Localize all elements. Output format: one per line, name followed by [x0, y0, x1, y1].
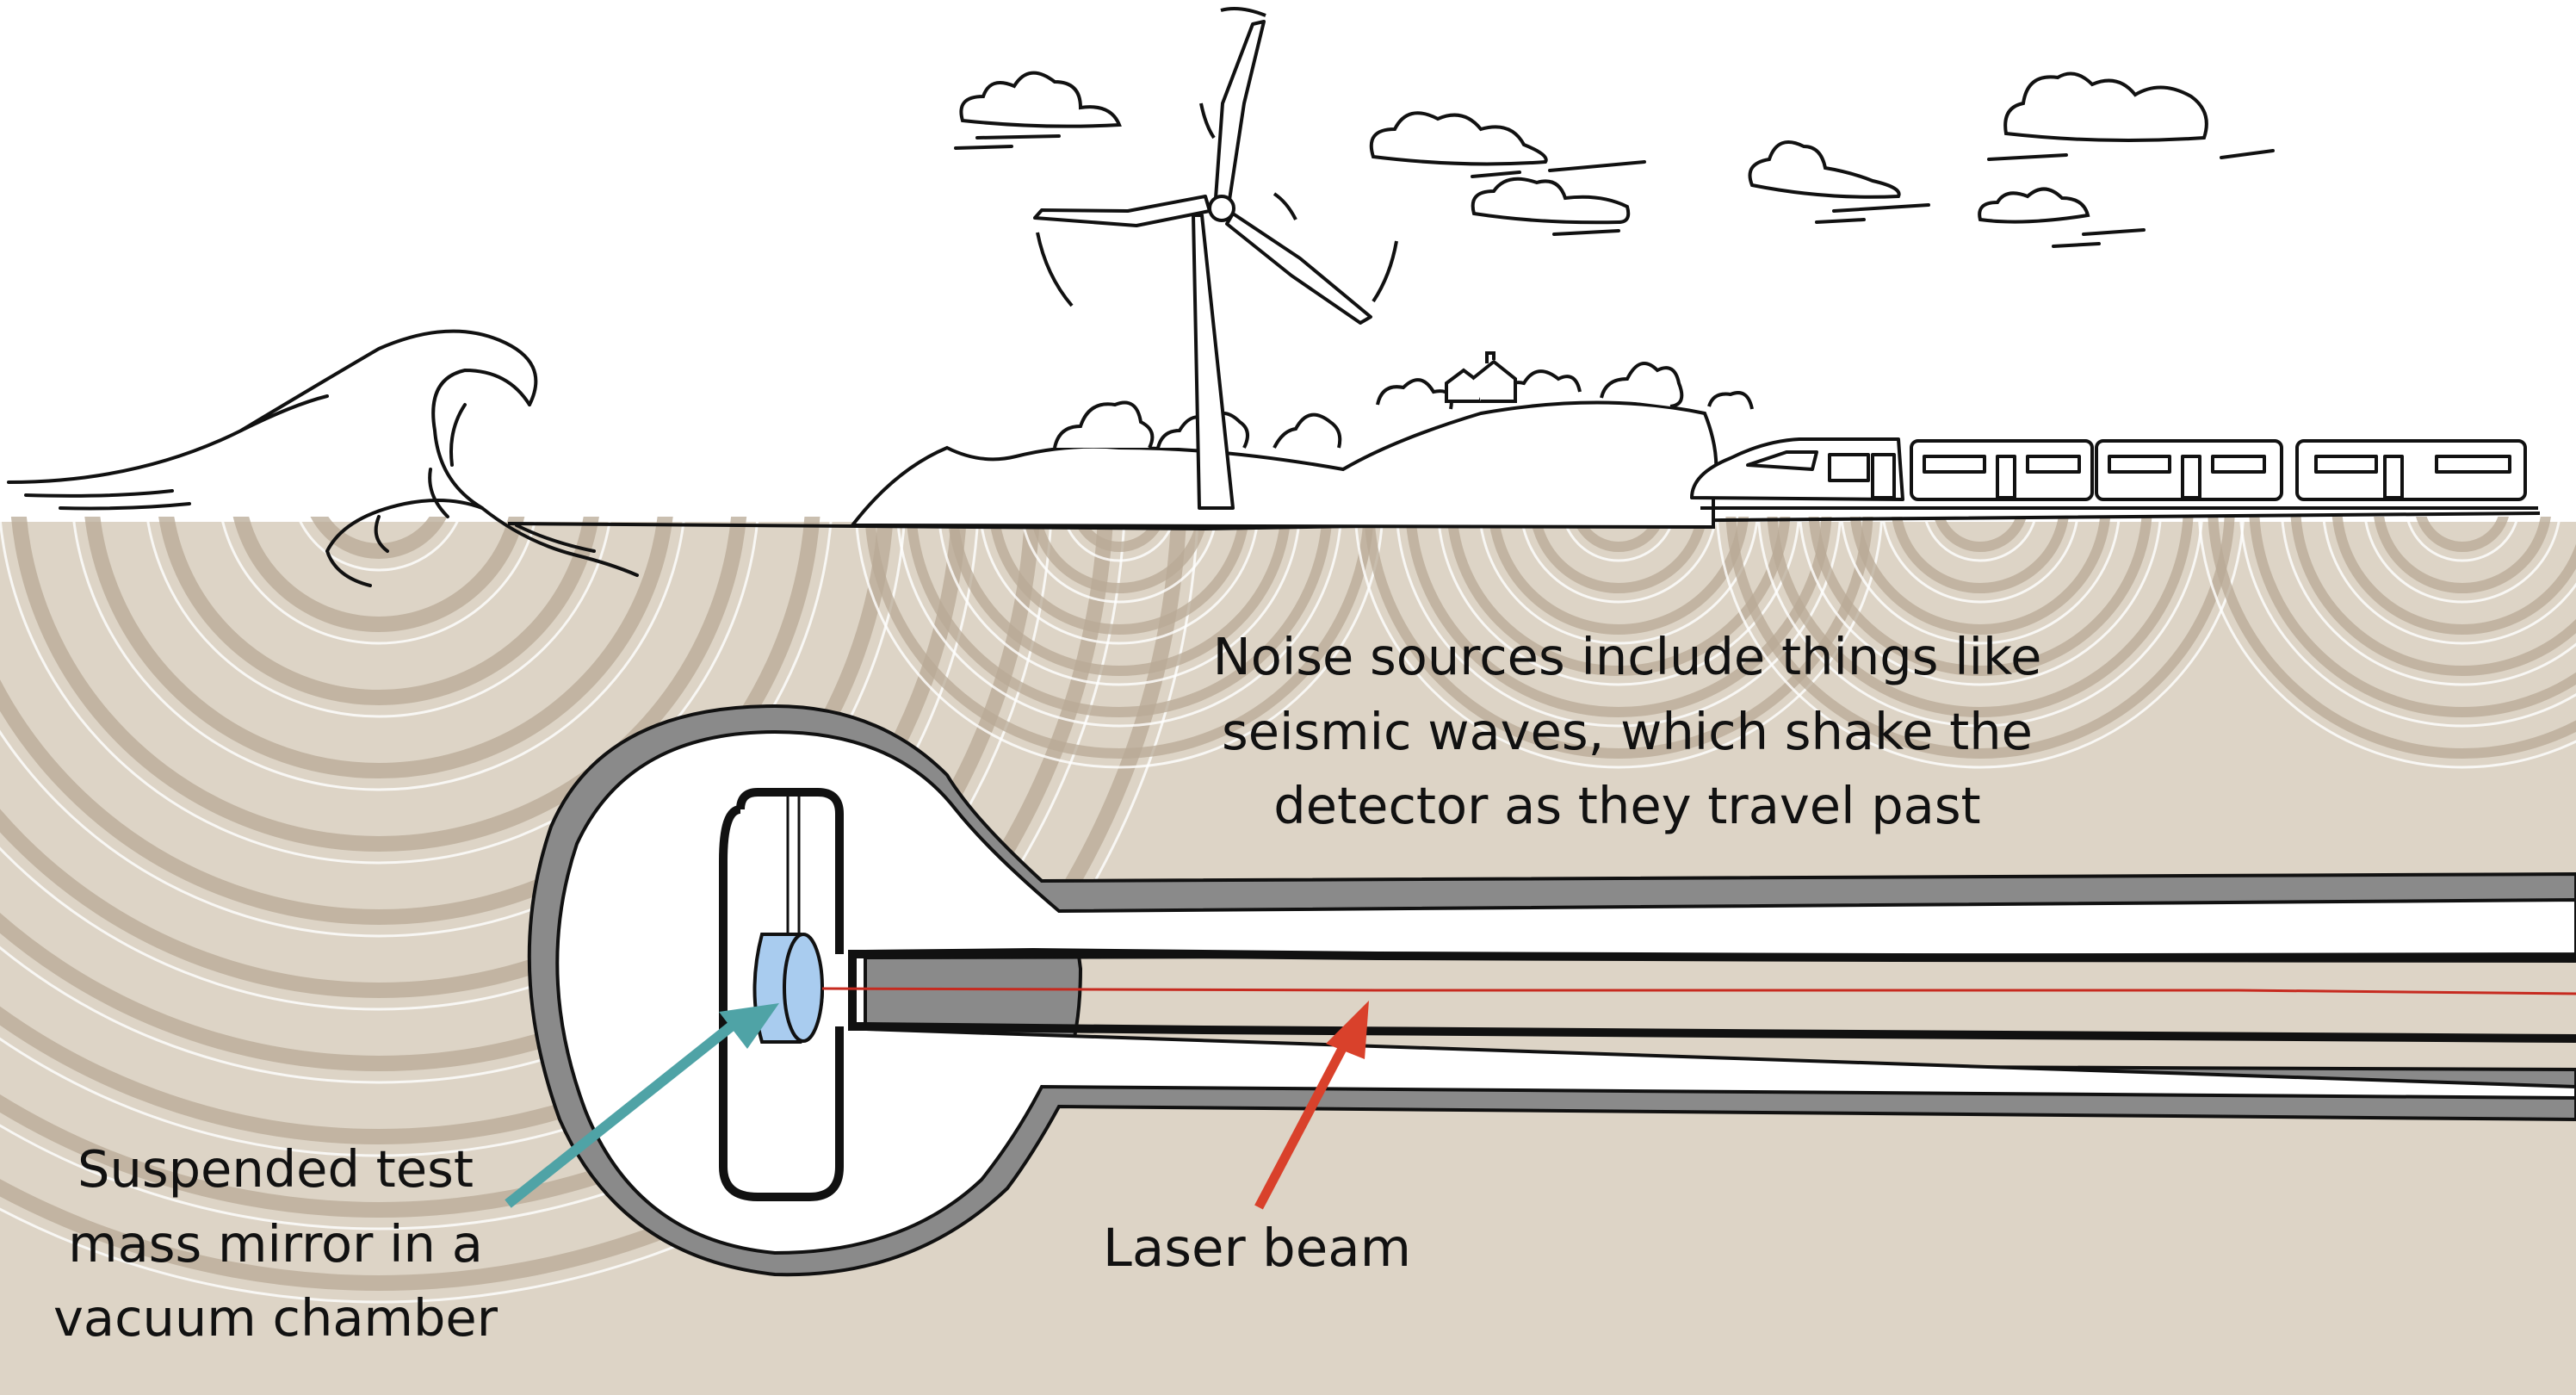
- seismic-ripple-highlight: [0, 517, 1126, 1231]
- mirror-pointer-arrow: [505, 1003, 779, 1208]
- seismic-ripple: [947, 517, 1291, 676]
- seismic-ripple-highlight: [1062, 517, 1176, 562]
- seismic-ripple-highlight: [1881, 517, 2079, 604]
- seismic-ripple-highlight: [1020, 517, 1218, 604]
- seismic-ripple: [0, 517, 967, 1071]
- mirror-caption: Suspended test mass mirror in a vacuum c…: [53, 1139, 498, 1348]
- hill-icon: [848, 400, 1718, 530]
- seismic-ripple-highlight: [2239, 517, 2576, 728]
- seismic-ripple-highlight: [0, 517, 980, 1084]
- test-mass-mirror: [752, 933, 825, 1044]
- seismic-ripple-highlight: [2281, 517, 2576, 686]
- wind-turbine-icon: [1033, 7, 1398, 510]
- seismic-ripple: [310, 517, 448, 559]
- seismic-ripple: [158, 517, 599, 705]
- seismic-ripple: [0, 517, 1040, 1144]
- wave-icon: [7, 329, 639, 587]
- seismic-ripple-highlight: [1437, 517, 1800, 686]
- seismic-ripple: [1530, 517, 1707, 593]
- seismic-ripple: [10, 517, 747, 852]
- seismic-ripple: [1892, 517, 2069, 593]
- seismic-ripple-highlight: [0, 517, 1199, 1304]
- seismic-ripple-highlight: [1396, 517, 1842, 728]
- seismic-ripple-highlight: [2406, 517, 2519, 562]
- seismic-ripple: [1725, 517, 2235, 759]
- seismic-ripple-highlight: [1353, 517, 1884, 769]
- house-icon: [1445, 351, 1517, 403]
- seismic-ripple-highlight: [2363, 517, 2561, 604]
- train-icon: [1690, 437, 2538, 510]
- seismic-ripple-highlight: [1478, 517, 1759, 645]
- seismic-ripple: [1572, 517, 1665, 552]
- seismic-ripple: [1031, 517, 1208, 593]
- seismic-ripple-highlight: [1840, 517, 2121, 645]
- seismic-ripple-highlight: [0, 517, 833, 938]
- seismic-ripple-highlight: [296, 517, 461, 572]
- seismic-ripple: [0, 517, 1186, 1291]
- seismic-ripple: [2416, 517, 2509, 552]
- beam-tube-upper: [864, 947, 2576, 963]
- seismic-ripple: [0, 517, 1113, 1218]
- seismic-ripple: [864, 517, 1374, 759]
- seismic-waves: [0, 517, 2576, 1304]
- seismic-ripple-highlight: [71, 517, 686, 791]
- laser-pointer-arrow: [1254, 1001, 1369, 1210]
- seismic-ripple-highlight: [938, 517, 1301, 686]
- seismic-ripple-highlight: [0, 517, 759, 865]
- seismic-ripple: [1849, 517, 2111, 635]
- seismic-ripple-highlight: [1923, 517, 2037, 562]
- seismic-ripple-highlight: [1799, 517, 2162, 686]
- seismic-ripple: [232, 517, 525, 632]
- seismic-ripple: [1808, 517, 2152, 676]
- seismic-ripple: [1073, 517, 1166, 552]
- seismic-ripple: [1405, 517, 1832, 717]
- seismic-ripple-highlight: [1562, 517, 1675, 562]
- suspension-frame: [719, 788, 844, 1201]
- seismic-ripple-highlight: [0, 517, 907, 1011]
- seismic-ripple: [84, 517, 673, 778]
- beam-tube-lower: [864, 1022, 2576, 1043]
- seismic-ripple: [0, 517, 894, 998]
- seismic-ripple: [0, 517, 820, 925]
- seismic-ripple-highlight: [1757, 517, 2203, 728]
- laser-beam-caption: Laser beam: [1102, 1218, 1412, 1279]
- seismic-ripple: [1446, 517, 1791, 676]
- seismic-ripple: [2208, 517, 2576, 759]
- seismic-ripple-highlight: [0, 517, 1053, 1157]
- seismic-ripple-highlight: [2197, 517, 2576, 769]
- seismic-ripple: [2290, 517, 2576, 676]
- seismic-ripple-highlight: [1715, 517, 2245, 769]
- seismic-ripple: [1364, 517, 1873, 759]
- seismic-ripple: [1767, 517, 2194, 717]
- seismic-ripple-highlight: [896, 517, 1342, 728]
- seismic-ripple: [906, 517, 1333, 717]
- seismic-ripple: [1488, 517, 1749, 635]
- seismic-ripple: [2374, 517, 2551, 593]
- noise-sources-caption: Noise sources include things like seismi…: [1212, 627, 2042, 836]
- seismic-ripple: [2249, 517, 2576, 717]
- seismic-ripple-highlight: [146, 517, 612, 718]
- cloud-icon: [954, 71, 2275, 248]
- seismic-ripple: [1934, 517, 2027, 552]
- seismic-ripple-highlight: [854, 517, 1384, 769]
- seismic-ripple: [2331, 517, 2576, 635]
- seismic-ripple: [988, 517, 1250, 635]
- seismic-ripple-highlight: [2322, 517, 2576, 645]
- seismic-ripple-highlight: [220, 517, 538, 645]
- seismic-ripple-highlight: [979, 517, 1260, 645]
- laser-beam: [821, 987, 2576, 995]
- seismic-ripple-highlight: [1520, 517, 1718, 604]
